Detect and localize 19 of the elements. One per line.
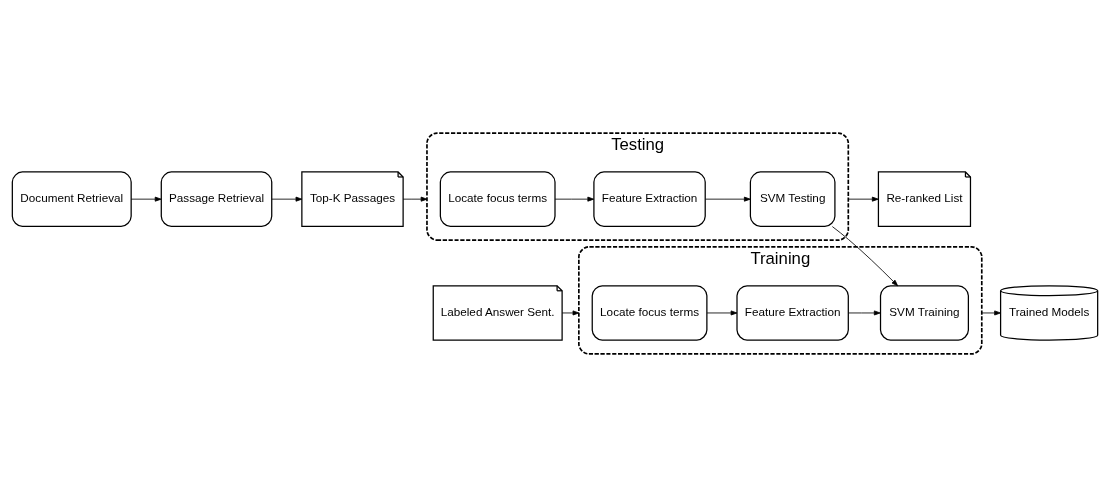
arrow xyxy=(847,196,879,202)
arrow xyxy=(831,226,899,287)
node-box: Document Retrieval xyxy=(11,171,132,227)
node-box: Passage Retrieval xyxy=(160,171,273,227)
arrow xyxy=(130,196,162,202)
arrow xyxy=(706,310,738,316)
arrow xyxy=(271,196,303,202)
node-box: SVM Training xyxy=(879,285,969,341)
arrow xyxy=(848,310,881,316)
node-box: SVM Testing xyxy=(749,171,836,227)
arrow xyxy=(554,196,595,202)
node-box: Feature Extraction xyxy=(736,285,849,341)
arrow xyxy=(561,310,580,316)
arrow xyxy=(981,310,1001,316)
arrow xyxy=(402,196,428,202)
arrow xyxy=(705,196,751,202)
node-box: Feature Extraction xyxy=(593,171,706,227)
node-box: Locate focus terms xyxy=(439,171,556,227)
node-box: Locate focus terms xyxy=(591,285,708,341)
